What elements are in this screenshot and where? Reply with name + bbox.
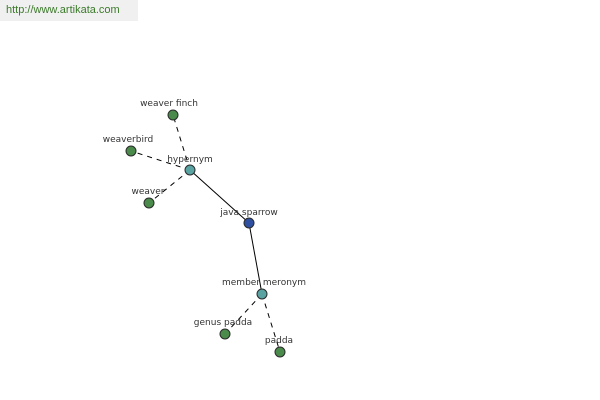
source-url-link[interactable]: http://www.artikata.com [0, 0, 138, 21]
node-hypernym[interactable]: hypernym [167, 155, 213, 176]
node-label-genus-padda: genus padda [194, 318, 252, 328]
node-padda[interactable]: padda [265, 336, 293, 358]
node-circle-java-sparrow[interactable] [243, 217, 255, 229]
node-circle-member-meronym[interactable] [256, 288, 268, 300]
node-circle-weaverbird[interactable] [125, 145, 137, 157]
node-weaverbird[interactable]: weaverbird [103, 135, 153, 157]
node-label-weaver: weaver [132, 187, 165, 197]
node-genus-padda[interactable]: genus padda [194, 318, 252, 340]
edge-member-meronym-to-padda [261, 293, 281, 353]
node-circle-padda[interactable] [274, 346, 286, 358]
nodes-layer: java sparrow hypernym member meronym weaver… [103, 99, 306, 358]
edge-member-meronym-to-genus-padda [224, 293, 263, 335]
node-label-member-meronym: member meronym [222, 278, 306, 288]
node-circle-hypernym[interactable] [184, 164, 196, 176]
node-circle-weaver-finch[interactable] [167, 109, 179, 121]
node-label-hypernym: hypernym [167, 155, 213, 165]
node-circle-weaver[interactable] [143, 197, 155, 209]
node-label-weaverbird: weaverbird [103, 135, 153, 145]
node-weaver-finch[interactable]: weaver finch [140, 99, 198, 121]
edge-hypernym-to-weaverbird [130, 150, 191, 171]
node-label-padda: padda [265, 336, 293, 346]
node-circle-genus-padda[interactable] [219, 328, 231, 340]
edges-layer [130, 114, 281, 353]
edge-java-sparrow-to-member-meronym [248, 222, 263, 295]
edge-java-sparrow-to-hypernym [189, 169, 250, 224]
node-java-sparrow[interactable]: java sparrow [219, 208, 278, 229]
node-weaver[interactable]: weaver [132, 187, 165, 209]
node-member-meronym[interactable]: member meronym [222, 278, 306, 300]
node-label-weaver-finch: weaver finch [140, 99, 198, 109]
node-label-java-sparrow: java sparrow [219, 208, 278, 218]
edge-hypernym-to-weaver [148, 169, 191, 204]
